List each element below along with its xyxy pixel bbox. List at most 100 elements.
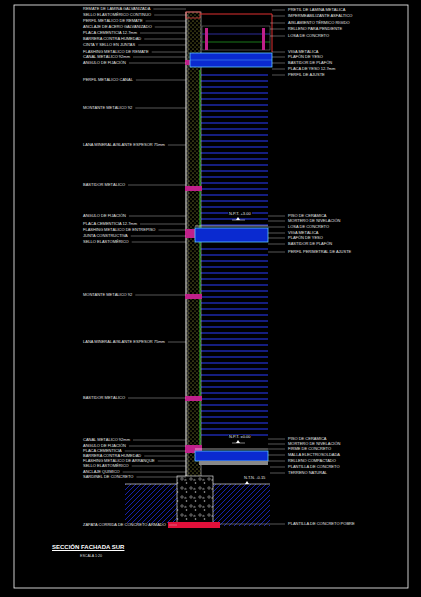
callout-text: BASTIDOR DE PLAFÓN	[287, 242, 333, 247]
callout-text: JUNTA CONSTRUCTIVA	[82, 234, 129, 239]
leader-line	[140, 224, 186, 225]
callout-text: PLAFÓN DE YESO	[287, 236, 324, 241]
callout-text: MONTANTE METÁLICO 92	[82, 293, 133, 298]
leader-line	[270, 36, 285, 37]
leader-line	[158, 230, 186, 231]
leader-line	[158, 461, 186, 462]
leader-line	[268, 439, 285, 440]
callout-text: BASTIDOR METÁLICO	[82, 183, 126, 188]
leader-line	[146, 21, 186, 22]
callout-text: MONTANTE METÁLICO 92	[82, 106, 133, 111]
leader-line	[272, 75, 285, 76]
leader-line	[268, 461, 285, 462]
leader-line	[268, 252, 285, 253]
callout-text: IMPERMEABILIZANTE ASFÁLTICO	[287, 14, 353, 19]
callout-text: CANAL METÁLICO 92mm	[82, 438, 131, 443]
leader-line	[268, 233, 285, 234]
callout-text: LOSA DE CONCRETO	[287, 225, 330, 230]
leader-line	[131, 236, 186, 237]
callout-text: PLACA CEMENTICIA 12.7mm	[82, 31, 138, 36]
callout-text: PERFIL METÁLICO DE REMATE	[82, 19, 144, 24]
leader-line	[169, 525, 177, 526]
leader-line	[270, 473, 285, 474]
callout-text: ANCLAJE DE ACERO GALVANIZADO	[82, 25, 153, 30]
callout-text: CANAL METÁLICO 92mm	[82, 55, 131, 60]
callout-text: ÁNGULO DE FIJACIÓN	[82, 61, 127, 66]
callout-text: RELLENO PARA PENDIENTE	[287, 27, 343, 32]
leader-line	[123, 472, 186, 473]
leader-line	[128, 398, 186, 399]
callout-text: SELLO ELASTOMÉRICO CONTINUO	[82, 13, 152, 18]
leader-line	[272, 16, 285, 17]
callout-text: FLASHING METÁLICO DE REMATE	[82, 50, 150, 55]
leader-line	[220, 524, 285, 525]
callout-text: PLANTILLA DE CONCRETO POBRE	[287, 522, 356, 527]
drawing-title: SECCIÓN FACHADA SUR	[52, 544, 124, 550]
callout-text: AISLAMIENTO TÉRMICO RÍGIDO	[287, 21, 351, 26]
leader-line	[132, 242, 186, 243]
callout-text: ZAPATA CORRIDA DE CONCRETO ARMADO	[82, 523, 167, 528]
leader-line	[272, 52, 285, 53]
callout-text: PERFIL METÁLICO CANAL	[82, 78, 134, 83]
callout-text: LOSA DE CONCRETO	[287, 34, 330, 39]
callout-text: CINTA Y SELLO EN JUNTAS	[82, 43, 136, 48]
callout-text: PERFIL DE AJUSTE	[287, 73, 326, 78]
callout-text: MALLA ELECTROSOLDADA	[287, 453, 341, 458]
leader-line	[268, 444, 285, 445]
leader-line	[135, 108, 186, 109]
leader-line	[129, 63, 186, 64]
leader-line	[125, 451, 186, 452]
leader-line	[133, 57, 186, 58]
callout-text: BARRERA CONTRA HUMEDAD	[82, 37, 142, 42]
callout-text: MORTERO DE NIVELACIÓN	[287, 219, 341, 224]
callout-text: TERRENO NATURAL	[287, 471, 328, 476]
callout-text: BASTIDOR DE PLAFÓN	[287, 61, 333, 66]
callout-text: PLACA CEMENTICIA 12.7mm	[82, 222, 138, 227]
callout-text: ÁNGULO DE FIJACIÓN	[82, 444, 127, 449]
leader-line	[268, 238, 285, 239]
leader-line	[270, 23, 285, 24]
leader-line	[272, 10, 285, 11]
callout-text: PRETIL DE LÁMINA METÁLICA	[287, 8, 346, 13]
callout-text: PISO DE CERÁMICA	[287, 437, 327, 442]
leader-line	[268, 244, 285, 245]
callout-text: BARRERA CONTRA HUMEDAD	[82, 454, 142, 459]
leader-line	[272, 69, 285, 70]
leader-line	[155, 27, 186, 28]
callout-text: SARDINEL DE CONCRETO	[82, 475, 134, 480]
leader-line	[144, 39, 186, 40]
callout-text: PLAFÓN DE YESO	[287, 55, 324, 60]
leader-line	[144, 456, 186, 457]
scale-caption: ESCALA 1:20	[80, 554, 102, 558]
leader-line	[270, 467, 285, 468]
callout-text: SELLO ELASTOMÉRICO	[82, 464, 130, 469]
leader-line	[154, 15, 186, 16]
callout-text: REMATE DE LÁMINA GALVANIZADA	[82, 7, 151, 12]
callout-text: PISO DE CERÁMICA	[287, 214, 327, 219]
leader-line	[272, 57, 285, 58]
leader-line	[128, 185, 186, 186]
callout-text: VIGA METÁLICA	[287, 50, 319, 55]
leader-line	[132, 466, 186, 467]
level-mark: N.T.N. -0.15	[243, 476, 266, 481]
callout-text: PLANTILLA DE CONCRETO	[287, 465, 341, 470]
leader-line	[129, 446, 186, 447]
callout-text: FIRME DE CONCRETO	[287, 447, 332, 452]
leader-line	[168, 342, 186, 343]
leader-line	[153, 9, 186, 10]
leader-line	[268, 449, 285, 450]
leader-line	[268, 227, 285, 228]
callout-text: BASTIDOR METÁLICO	[82, 396, 126, 401]
leader-line	[136, 80, 186, 81]
callout-text: PERFIL PERIMETRAL DE AJUSTE	[287, 250, 352, 255]
leader-line	[140, 33, 186, 34]
leader-line	[168, 145, 186, 146]
leader-line	[133, 440, 186, 441]
callout-text: FLASHING METÁLICO DE ENTREPISO	[82, 228, 156, 233]
leader-line	[135, 295, 186, 296]
leader-line	[268, 455, 285, 456]
callout-text: PLACA DE YESO 12.7mm	[287, 67, 336, 72]
callout-text: LANA MINERAL AISLANTE ESPESOR 75mm	[82, 143, 166, 148]
